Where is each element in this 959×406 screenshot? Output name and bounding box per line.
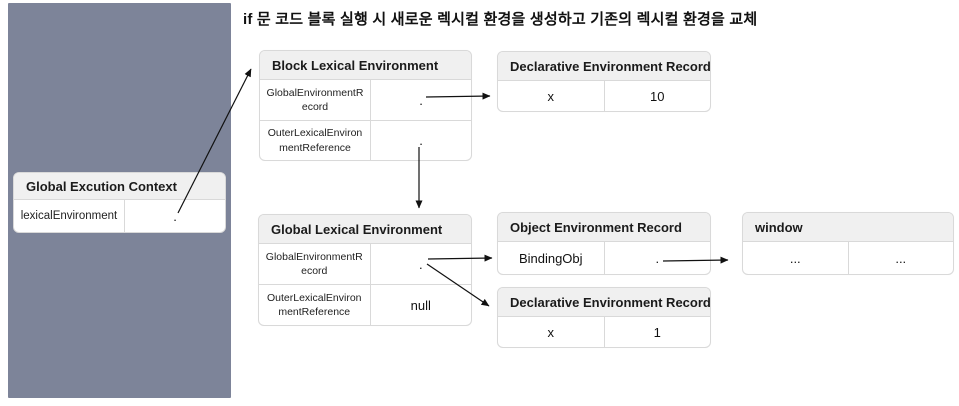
pointer-dot: . — [369, 244, 472, 284]
table-declarative-environment-record-block: Declarative Environment Record x 10 — [497, 51, 711, 112]
table-global-execution-context: Global Excution Context lexicalEnvironme… — [13, 172, 226, 233]
table-window: window ... ... — [742, 212, 954, 275]
table-title: Object Environment Record — [498, 213, 710, 242]
row-value: ... — [847, 242, 954, 274]
table-global-lexical-environment: Global Lexical Environment GlobalEnviron… — [258, 214, 472, 326]
table-row: lexicalEnvironment . — [14, 200, 225, 232]
row-label: BindingObj — [518, 250, 583, 266]
table-row: x 10 — [498, 81, 710, 111]
pointer-dot: . — [603, 242, 711, 274]
diagram-title: if 문 코드 블록 실행 시 새로운 렉시컬 환경을 생성하고 기존의 렉시컬… — [243, 11, 758, 28]
table-block-lexical-environment: Block Lexical Environment GlobalEnvironm… — [259, 50, 472, 161]
pointer-dot: . — [370, 121, 471, 160]
table-row: GlobalEnvironmentRecord . — [259, 244, 471, 284]
table-title: Declarative Environment Record — [498, 52, 710, 81]
row-label: GlobalEnvironmentRecord — [266, 86, 364, 113]
row-label: OuterLexicalEnvironmentReference — [266, 291, 362, 318]
table-title: Block Lexical Environment — [260, 51, 471, 80]
row-value: 10 — [603, 81, 711, 111]
row-label: x — [547, 88, 555, 104]
row-label: x — [547, 324, 555, 340]
table-row: OuterLexicalEnvironmentReference . — [260, 120, 471, 160]
pointer-dot: . — [124, 200, 225, 232]
table-title: Global Lexical Environment — [259, 215, 471, 244]
row-label: ... — [789, 250, 801, 266]
table-title: window — [743, 213, 953, 242]
pointer-dot: . — [370, 80, 471, 120]
table-title: Declarative Environment Record — [498, 288, 710, 317]
table-row: OuterLexicalEnvironmentReference null — [259, 284, 471, 325]
row-value: 1 — [603, 317, 711, 347]
table-object-environment-record: Object Environment Record BindingObj . — [497, 212, 711, 275]
table-row: x 1 — [498, 317, 710, 347]
row-label: lexicalEnvironment — [20, 210, 118, 222]
row-label: GlobalEnvironmentRecord — [265, 250, 363, 277]
table-row: ... ... — [743, 242, 953, 274]
table-title: Global Excution Context — [14, 173, 225, 200]
table-declarative-environment-record-global: Declarative Environment Record x 1 — [497, 287, 711, 348]
table-row: GlobalEnvironmentRecord . — [260, 80, 471, 120]
row-value: null — [369, 285, 472, 325]
row-label: OuterLexicalEnvironmentReference — [267, 127, 363, 154]
table-row: BindingObj . — [498, 242, 710, 274]
